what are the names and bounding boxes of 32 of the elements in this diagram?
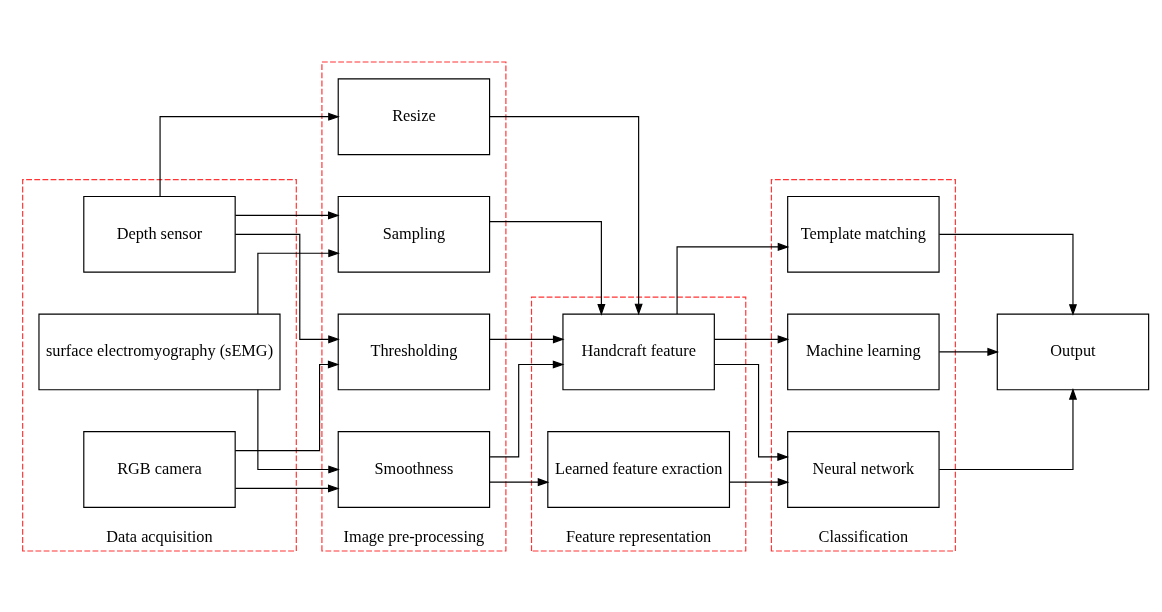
arrow	[938, 347, 999, 356]
arrow	[234, 210, 340, 219]
node-box: Neural network	[787, 430, 940, 508]
arrow	[159, 112, 340, 197]
node-box: Sampling	[337, 195, 491, 273]
arrow	[938, 233, 1078, 316]
node-box: Smoothness	[337, 430, 491, 508]
arrow	[729, 477, 790, 486]
node-box: Depth sensor	[83, 195, 236, 273]
arrow	[257, 248, 340, 315]
node-box: Learned feature exraction	[547, 430, 731, 508]
arrow	[938, 387, 1078, 470]
arrow	[489, 477, 550, 486]
node-box: Resize	[337, 77, 491, 155]
arrow	[489, 334, 565, 343]
node-box: Machine learning	[787, 313, 940, 390]
node-box: Thresholding	[337, 313, 491, 390]
arrow	[489, 359, 565, 457]
node-box: Template matching	[787, 195, 940, 273]
node-box: Output	[996, 313, 1150, 390]
arrow	[234, 359, 340, 451]
arrow	[234, 483, 340, 492]
arrow	[714, 363, 789, 461]
arrow	[489, 115, 643, 315]
node-box: surface electromyography (sEMG)	[38, 313, 281, 390]
node-box: Handcraft feature	[562, 313, 715, 390]
node-box: RGB camera	[83, 430, 236, 508]
arrow	[676, 242, 790, 315]
arrow	[257, 388, 340, 474]
arrow	[234, 233, 340, 343]
arrow	[489, 220, 606, 316]
arrow	[713, 334, 790, 343]
